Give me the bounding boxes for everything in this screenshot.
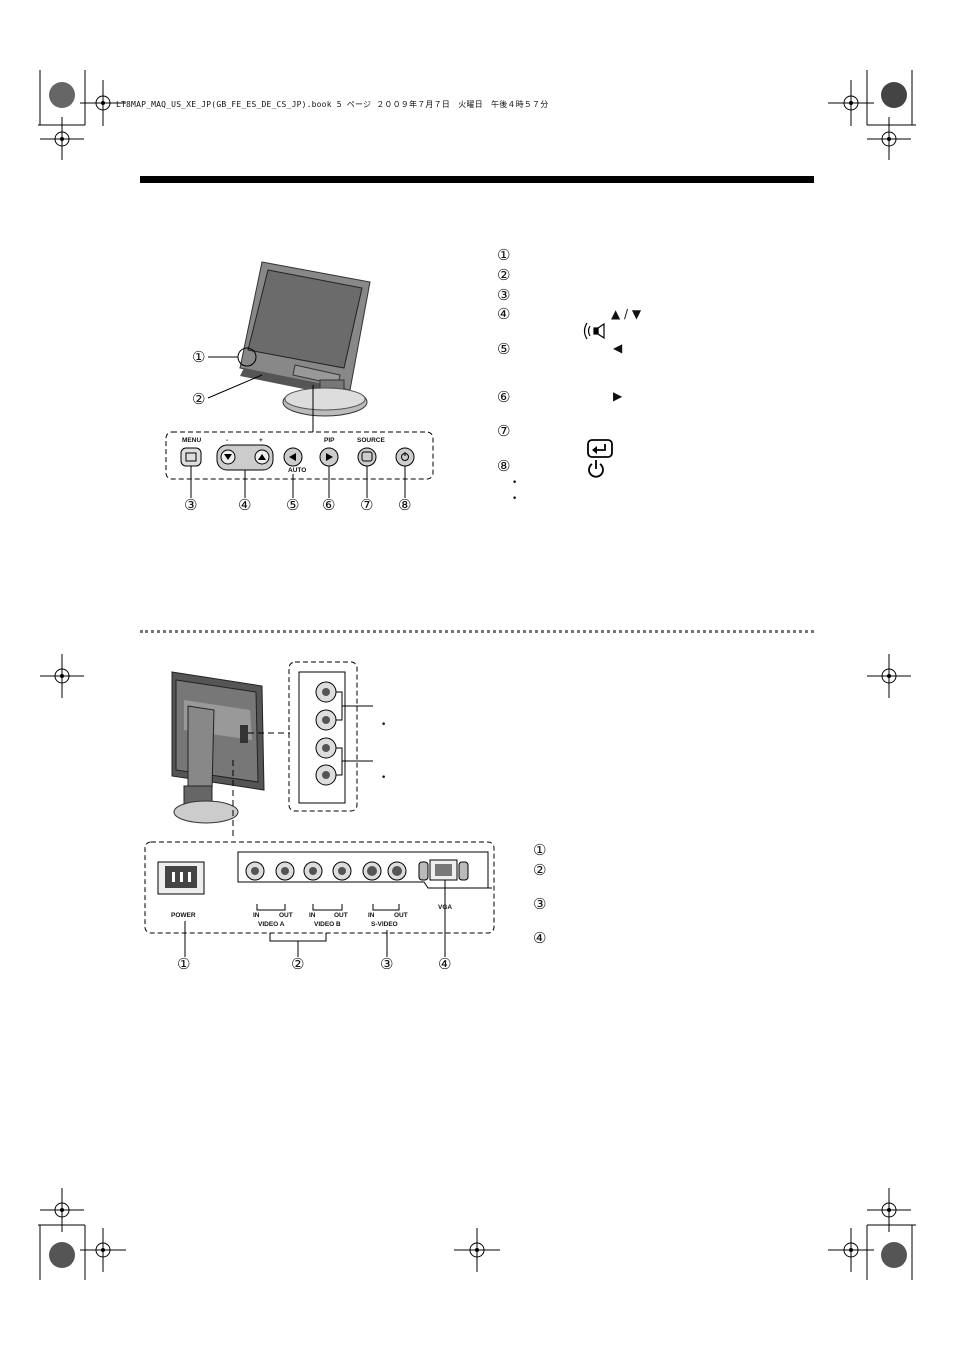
video-b-out-label: OUT bbox=[334, 912, 348, 919]
auto-label: AUTO bbox=[288, 467, 307, 474]
rear-legend-3: ③ bbox=[533, 895, 547, 913]
video-b-in-label: IN bbox=[309, 912, 316, 919]
crop-disc-tl bbox=[49, 82, 75, 108]
video-a-in-label: IN bbox=[253, 912, 260, 919]
crop-disc-tr bbox=[881, 82, 907, 108]
rear-callout-3: ③ bbox=[380, 955, 394, 973]
front-callout-1: ① bbox=[192, 348, 206, 366]
pip-label: PIP bbox=[324, 437, 335, 444]
s-video-in-label: IN bbox=[368, 912, 375, 919]
front-legend-7: ⑦ bbox=[497, 422, 511, 440]
front-callout-3: ③ bbox=[184, 496, 198, 514]
front-legend-8: ⑧ bbox=[497, 457, 511, 475]
front-callout-2: ② bbox=[192, 390, 206, 408]
video-a-label: VIDEO A bbox=[258, 921, 285, 928]
crop-disc-br bbox=[881, 1242, 907, 1268]
s-video-out-label: OUT bbox=[394, 912, 408, 919]
video-b-label: VIDEO B bbox=[314, 921, 341, 928]
front-bullet-2: • bbox=[512, 494, 518, 504]
front-legend-3: ③ bbox=[497, 286, 511, 304]
vga-label: VGA bbox=[438, 904, 453, 911]
front-bullet-1: • bbox=[512, 478, 518, 488]
video-a-out-label: OUT bbox=[279, 912, 293, 919]
power-label: POWER bbox=[171, 912, 196, 919]
rear-bullet-1: • bbox=[381, 720, 387, 730]
source-label: SOURCE bbox=[357, 437, 385, 444]
title-rule bbox=[140, 176, 814, 183]
crop-disc-bl bbox=[49, 1242, 75, 1268]
front-callout-7: ⑦ bbox=[360, 496, 374, 514]
front-legend-5: ⑤ bbox=[497, 340, 511, 358]
front-legend-4: ④ bbox=[497, 305, 511, 323]
rear-legend-1: ① bbox=[533, 841, 547, 859]
rear-bullet-2: • bbox=[381, 773, 387, 783]
front-legend-6: ⑥ bbox=[497, 388, 511, 406]
plus-label: + bbox=[259, 437, 263, 444]
left-symbol: ◀ bbox=[613, 341, 623, 355]
menu-label: MENU bbox=[182, 437, 202, 444]
front-legend-2: ② bbox=[497, 266, 511, 284]
front-legend-1: ① bbox=[497, 246, 511, 264]
rear-callout-4: ④ bbox=[438, 955, 452, 973]
front-callout-4: ④ bbox=[238, 496, 252, 514]
front-callout-6: ⑥ bbox=[322, 496, 336, 514]
rear-callout-2: ② bbox=[291, 955, 305, 973]
minus-label: - bbox=[226, 437, 229, 444]
file-info-header: LT8MAP_MAQ_US_XE_JP(GB_FE_ES_DE_CS_JP).b… bbox=[116, 100, 549, 109]
front-callout-5: ⑤ bbox=[286, 496, 300, 514]
right-symbol: ▶ bbox=[613, 389, 623, 403]
rear-callout-1: ① bbox=[177, 955, 191, 973]
up-down-symbols: ▲ / ▼ bbox=[611, 307, 642, 321]
s-video-label: S-VIDEO bbox=[371, 921, 398, 928]
rear-legend-4: ④ bbox=[533, 929, 547, 947]
section-divider bbox=[140, 630, 814, 633]
rear-legend-2: ② bbox=[533, 861, 547, 879]
front-callout-8: ⑧ bbox=[398, 496, 412, 514]
